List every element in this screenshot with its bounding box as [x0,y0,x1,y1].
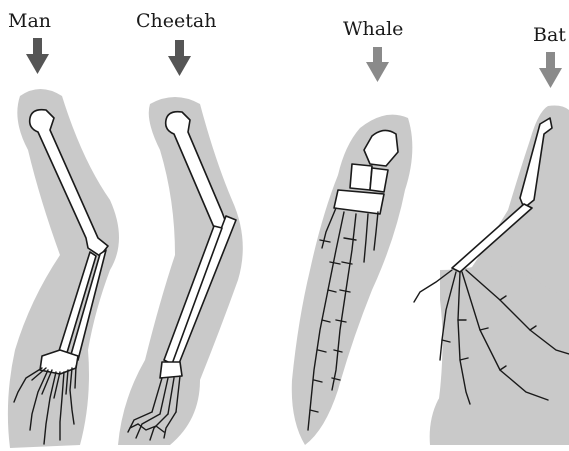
label-bat: Bat [533,24,566,46]
whale-panel: Whale [292,18,413,445]
whale-ulna [370,168,388,192]
arrow-cheetah [168,40,191,76]
arrow-whale [366,47,389,82]
whale-radius [350,164,372,190]
cheetah-wrist [160,362,182,378]
bat-panel: Bat [414,24,569,445]
arrow-man [26,38,49,74]
label-cheetah: Cheetah [136,10,216,32]
cheetah-panel: Cheetah [118,10,243,445]
label-whale: Whale [343,18,403,40]
label-man: Man [8,10,51,32]
arrow-bat [539,52,562,88]
man-panel: Man [8,10,119,448]
shading-man [8,89,119,448]
